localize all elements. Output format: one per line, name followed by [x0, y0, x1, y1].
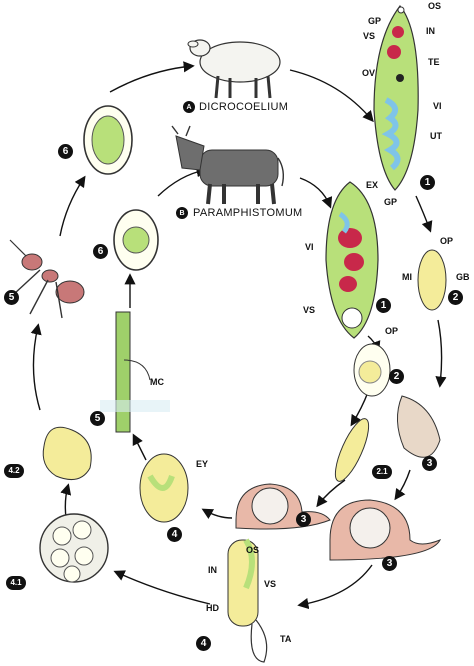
step-3-right: 3: [422, 456, 437, 471]
arrow-redia-to-sporocyst: [113, 570, 211, 605]
label-vs-mid: VS: [303, 305, 316, 315]
label-ta: TA: [280, 634, 292, 644]
label-hd: HD: [206, 603, 219, 613]
arrow-sheep-to-fluke: [289, 69, 374, 123]
arrow-snail-to-snail: [394, 469, 411, 501]
step-1-mid: 1: [376, 298, 391, 313]
step-4-bottom: 4: [196, 636, 211, 651]
label-vs-bottom: VS: [264, 579, 277, 589]
host-name-paramphistomum: PARAMPHISTOMUM: [193, 207, 303, 219]
arrow-cercaria-to-ant: [30, 323, 42, 411]
step-4-2: 4.2: [4, 464, 24, 478]
arrow-snail-to-cercaria: [201, 508, 233, 520]
label-gp-top: GP: [368, 16, 382, 26]
label-os-bottom: OS: [246, 545, 260, 555]
label-gp-mid: GP: [384, 197, 398, 207]
snail-spiral-right: [397, 395, 441, 458]
label-ex: EX: [366, 180, 379, 190]
sheep-illustration: [187, 39, 281, 99]
arrow-cow-to-fluke: [299, 177, 333, 209]
label-ut: UT: [430, 131, 442, 141]
label-ey: EY: [196, 459, 209, 469]
arrow-snail-to-redia: [297, 564, 373, 610]
step-5-left: 5: [4, 290, 19, 305]
label-mi: MI: [402, 272, 412, 282]
label-mc: MC: [150, 377, 164, 387]
label-in-bottom: IN: [208, 565, 217, 575]
arrow-fluke-to-egg-right: [415, 195, 433, 233]
arrow-sporocyst-to-cercaria-left: [60, 483, 72, 519]
label-gb: GB: [456, 272, 470, 282]
label-te: TE: [428, 57, 440, 67]
dicrocoelium-adult-fluke: [373, 5, 419, 191]
ant-illustration: [9, 239, 85, 319]
step-2-mid: 2: [389, 369, 404, 384]
step-4-left: 4: [167, 527, 182, 542]
label-vi-right: VI: [433, 101, 442, 111]
step-2-top: 2: [448, 290, 463, 305]
label-vi-left: VI: [305, 242, 314, 252]
slime-ball: [42, 426, 92, 481]
label-os-top: OS: [428, 1, 442, 11]
step-6-mid: 6: [93, 244, 108, 259]
snails: [235, 395, 442, 561]
cow-illustration: [171, 125, 285, 205]
step-1-top: 1: [420, 175, 435, 190]
miracidium: [334, 418, 370, 482]
label-op-right: OP: [440, 236, 454, 246]
step-3-left: 3: [382, 556, 397, 571]
arrow-miracidium-to-snail: [316, 479, 346, 508]
plant-stem: [100, 311, 170, 433]
arrow-egg-to-sheep: [109, 61, 195, 93]
label-ov: OV: [362, 68, 376, 78]
arrow-egg-to-snail-right: [435, 319, 447, 388]
step-6-top: 6: [58, 144, 73, 159]
paramphistomum-adult-fluke: [325, 181, 379, 339]
arrow-cercaria-to-plant: [132, 433, 147, 461]
host-badge-a: A: [183, 101, 195, 113]
egg-dicrocoelium-1: [417, 249, 447, 311]
step-3-mid: 3: [296, 512, 311, 527]
eggs: [83, 105, 447, 397]
host-name-dicrocoelium: DICROCOELIUM: [199, 101, 289, 113]
step-4-1: 4.1: [6, 576, 26, 590]
cycle-arrows: [30, 61, 447, 610]
sporocyst-cluster: [39, 513, 109, 583]
label-in-top: IN: [426, 26, 435, 36]
host-badge-b: B: [176, 207, 188, 219]
step-5-mid: 5: [90, 411, 105, 426]
step-2-1: 2.1: [372, 465, 392, 479]
arrow-ant-to-egg: [59, 175, 86, 237]
label-op-mid: OP: [385, 326, 399, 336]
label-vs-top: VS: [363, 31, 376, 41]
arrow-cyst-to-cow: [157, 166, 208, 197]
redia-larva: [227, 538, 268, 663]
cercaria-larva: [139, 453, 189, 523]
